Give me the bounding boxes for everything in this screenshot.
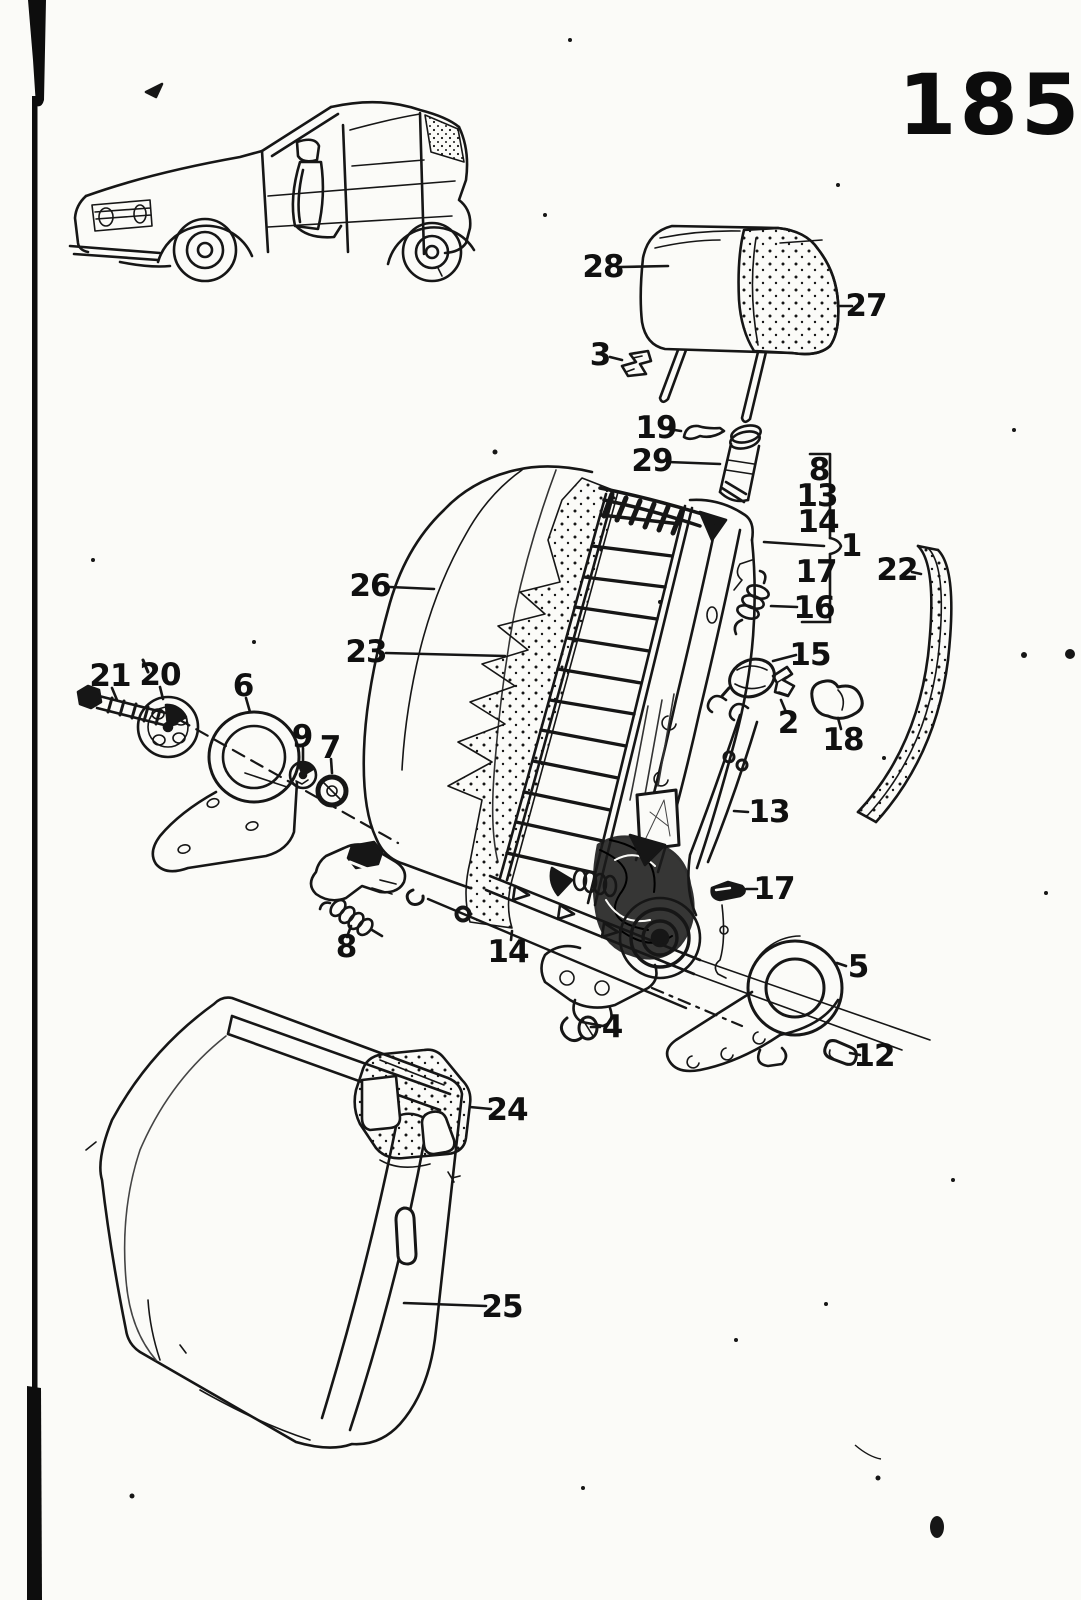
clip-17 — [710, 880, 746, 979]
part-label-13: 13 — [796, 478, 838, 514]
part-label-13: 13 — [748, 794, 790, 830]
leader-line-15 — [771, 653, 798, 663]
lever-arm — [540, 866, 658, 1028]
part-label-29: 29 — [631, 443, 673, 479]
part-label-2: 2 — [777, 705, 800, 741]
part-label-18: 18 — [822, 722, 864, 758]
sleeve-29 — [718, 424, 762, 504]
spring-16 — [733, 569, 770, 636]
part-label-25: 25 — [481, 1289, 523, 1325]
part-label-8: 8 — [335, 929, 358, 965]
foam-band-23 — [447, 477, 619, 929]
page-number: 185 — [898, 56, 1081, 154]
part-label-6: 6 — [232, 668, 255, 704]
part-label-17: 17 — [795, 554, 837, 590]
leader-line-13 — [732, 809, 750, 814]
side-bracket-5 — [650, 935, 844, 1073]
leader-line-6 — [244, 696, 252, 714]
part-label-20: 20 — [139, 657, 181, 693]
headrest-foam — [737, 226, 840, 356]
leader-line-21 — [110, 686, 119, 702]
pin-12 — [823, 1039, 858, 1066]
nut-7 — [315, 774, 349, 808]
car-thumbnail — [68, 82, 476, 283]
part-label-28: 28 — [582, 249, 624, 285]
wire-rod-14 — [405, 874, 931, 1051]
leader-line-18 — [836, 716, 843, 731]
wire-19 — [682, 424, 726, 441]
leader-line-29 — [666, 460, 722, 466]
ratchet-disc-20 — [136, 658, 200, 759]
leader-line-28 — [618, 264, 670, 269]
latch-catch — [309, 840, 407, 902]
trim-strip-22 — [856, 544, 953, 824]
leader-line-2 — [779, 698, 788, 714]
part-label-5: 5 — [847, 949, 870, 985]
leader-line-20 — [158, 685, 165, 701]
scan-specks — [91, 38, 1075, 1538]
part-label-14: 14 — [797, 504, 839, 540]
leader-line-19 — [666, 427, 683, 433]
foam-block-24 — [353, 1048, 472, 1183]
part-label-4: 4 — [601, 1009, 624, 1045]
part-label-16: 16 — [793, 590, 835, 626]
part-label-3: 3 — [589, 337, 612, 373]
clip-3 — [620, 349, 653, 378]
leader-line-8 — [345, 924, 353, 939]
leader-line-24 — [468, 1105, 493, 1111]
leader-line-22 — [910, 570, 923, 576]
leader-line-5 — [835, 961, 848, 968]
part-label-1: 1 — [840, 528, 863, 564]
clip-2 — [771, 665, 796, 698]
part-label-14: 14 — [487, 934, 529, 970]
part-label-7: 7 — [319, 730, 342, 766]
knob-18 — [810, 679, 864, 720]
leader-lines — [110, 264, 923, 1308]
headrest-stems — [658, 348, 768, 424]
leader-line-3 — [608, 355, 624, 362]
part-label-26: 26 — [349, 568, 391, 604]
leader-line-25 — [402, 1301, 488, 1308]
side-bracket-6 — [151, 710, 400, 873]
part-label-21: 21 — [89, 658, 131, 694]
washer-9 — [288, 760, 318, 790]
ladder-springs — [498, 486, 728, 907]
rods-13 — [687, 694, 759, 917]
part-label-24: 24 — [486, 1092, 528, 1128]
leader-line-16 — [769, 604, 799, 609]
headrest — [639, 224, 840, 356]
leader-line-26 — [388, 585, 436, 591]
leader-line-14 — [509, 929, 514, 942]
leader-line-23 — [384, 651, 507, 658]
leader-line-7 — [329, 757, 334, 775]
part-label-27: 27 — [845, 288, 887, 324]
part-label-8: 8 — [808, 452, 831, 488]
part-label-22: 22 — [876, 552, 918, 588]
part-label-15: 15 — [789, 637, 831, 673]
leader-line-12 — [848, 1051, 862, 1057]
callout-bracket — [762, 452, 843, 624]
part-label-19: 19 — [635, 410, 677, 446]
spring-8 — [318, 898, 384, 938]
part-label-23: 23 — [345, 634, 387, 670]
knob-15 — [720, 657, 776, 699]
binding-edge — [27, 0, 46, 1600]
frame-tube — [629, 498, 757, 874]
part-label-12: 12 — [853, 1038, 895, 1074]
part-label-9: 9 — [291, 719, 314, 755]
part-label-17: 17 — [753, 871, 795, 907]
